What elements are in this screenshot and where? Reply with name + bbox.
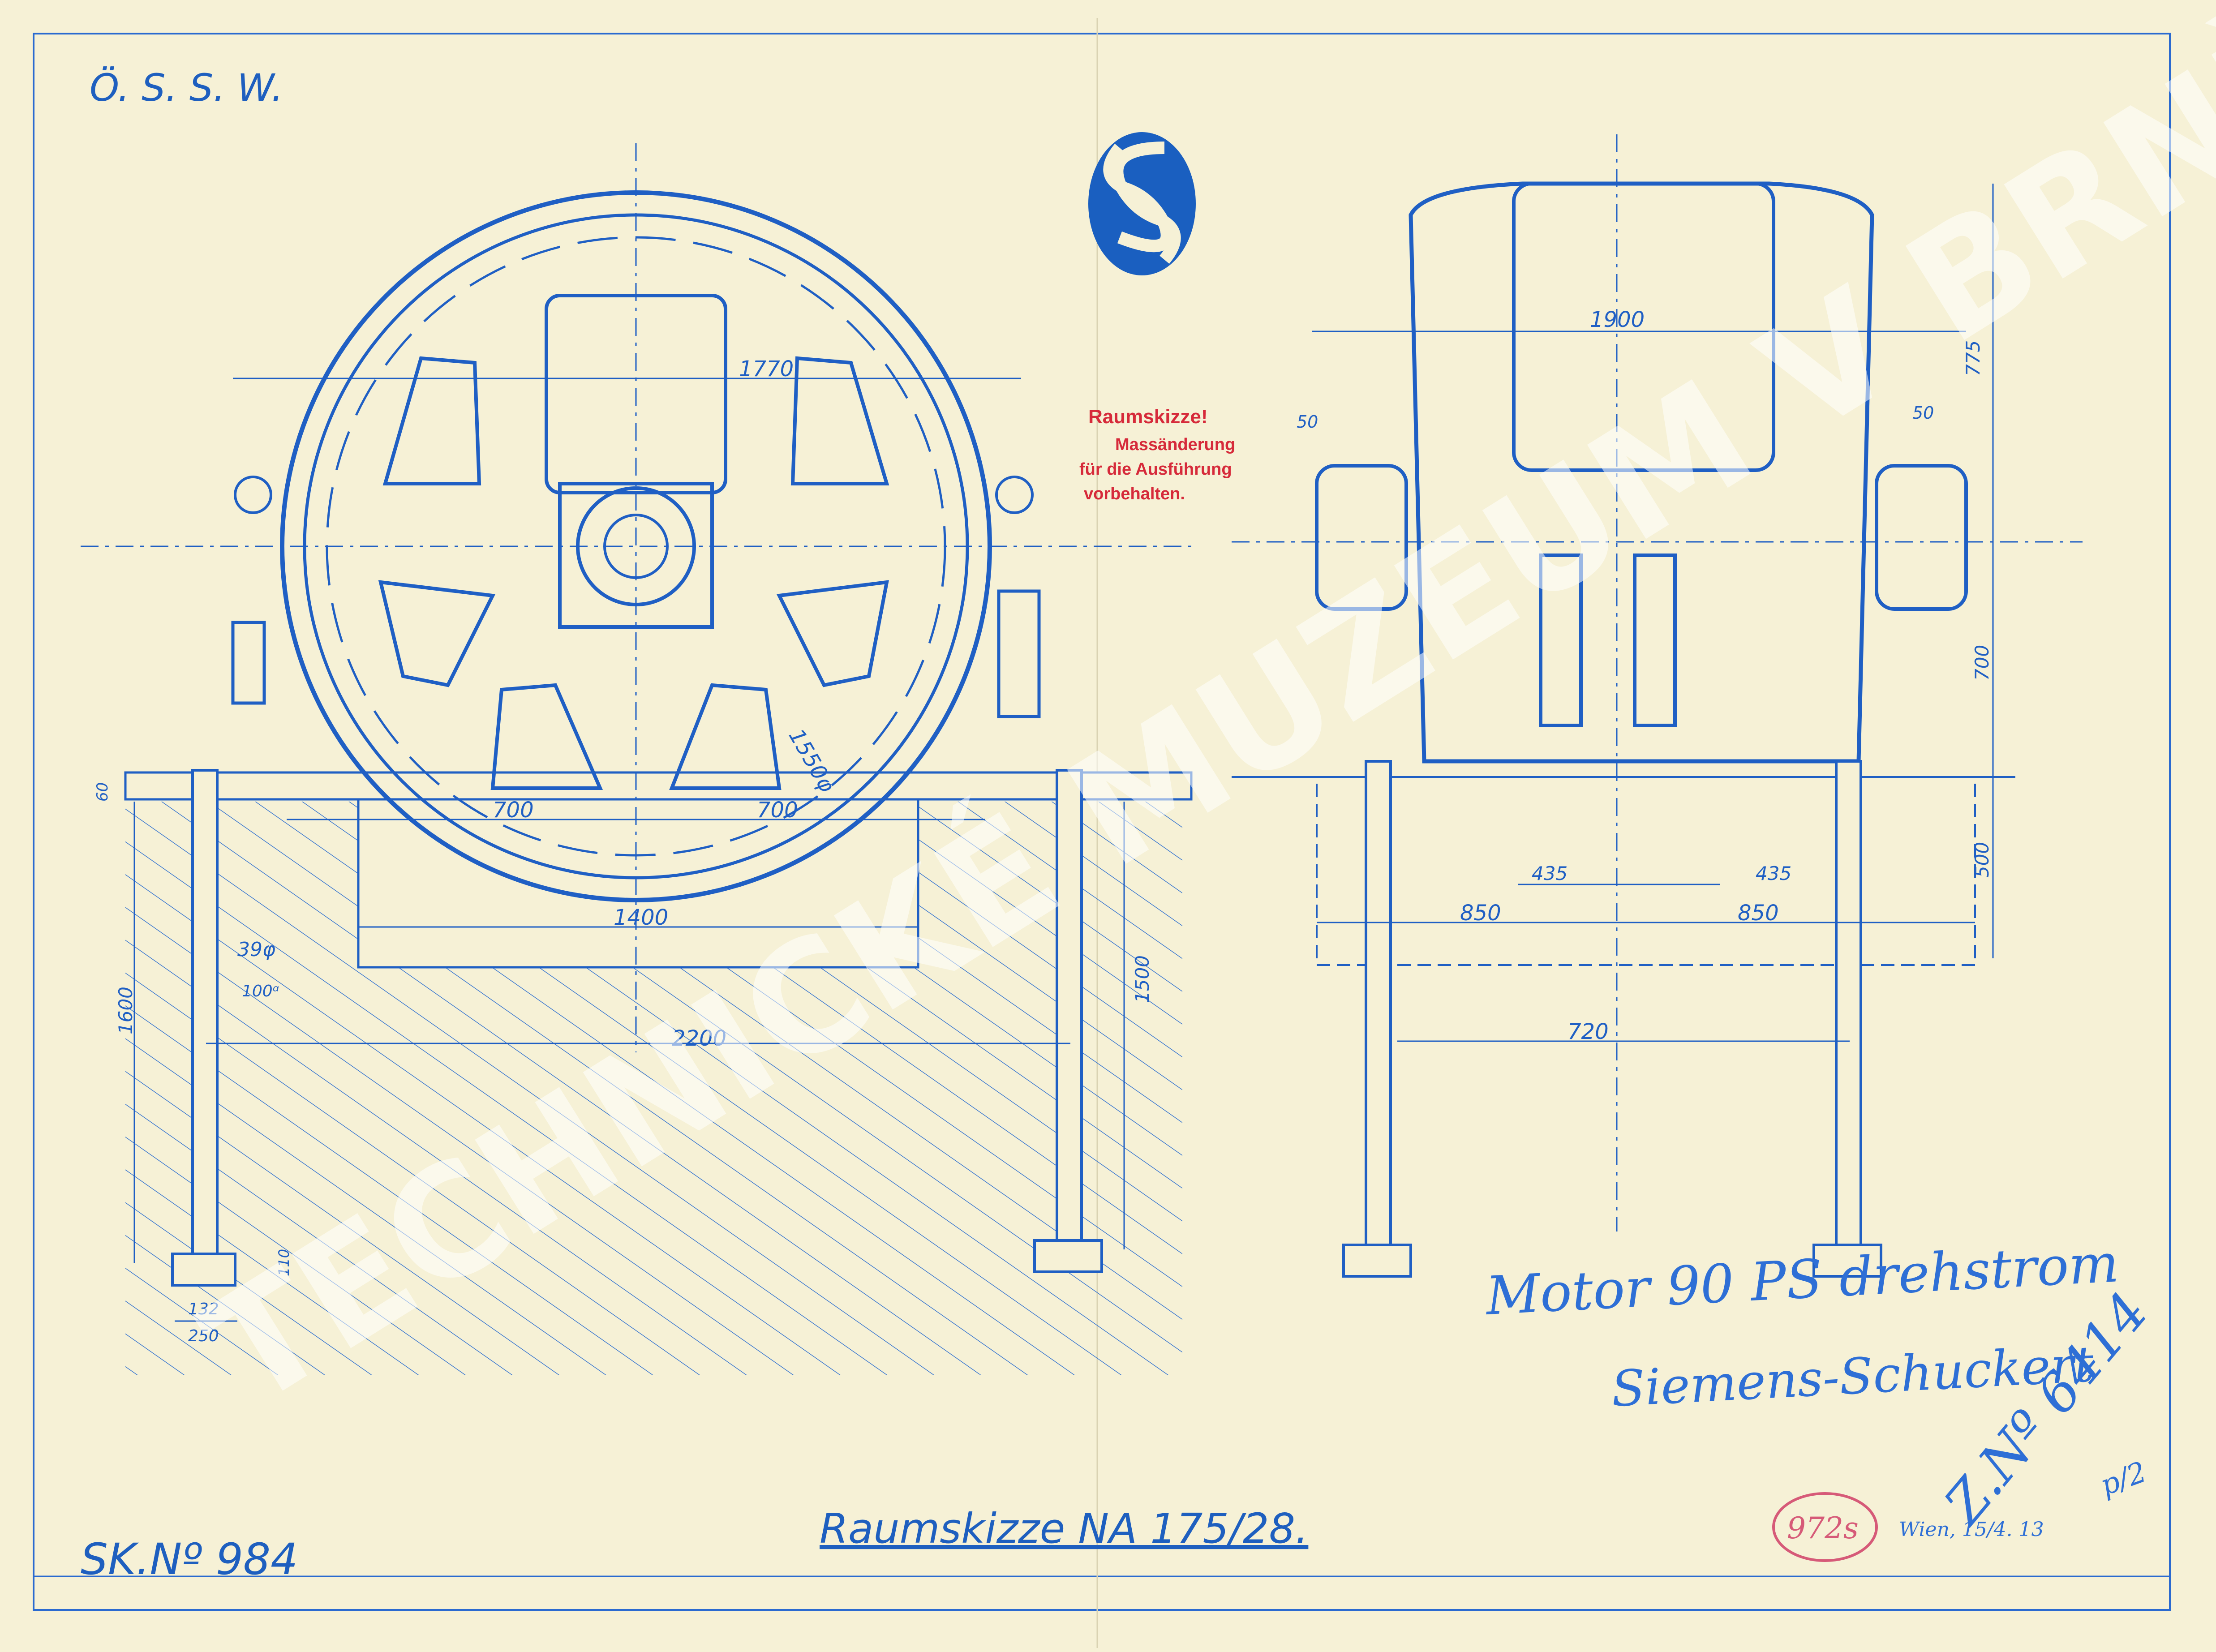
spoke-window [490,683,603,790]
spoke-window [378,580,496,687]
dim-700-height: 700 [1971,645,1993,681]
dim-1600: 1600 [115,987,137,1034]
lifting-lug [234,476,272,514]
motor-note-line-1: Motor 90 PS drehstrom [1483,1232,2120,1327]
stamp-line-1: Raumskizze! [1088,406,1208,428]
drawing-title: Raumskizze NA 175/28. [820,1505,1308,1553]
foundation-pit [357,778,919,969]
sheet-border [33,33,2171,1611]
spring-right [1633,554,1677,727]
dim-250: 250 [188,1327,219,1345]
spring-left [1539,554,1583,727]
museum-watermark: TECHNICKÉ MUZEUM V BRNĚ [175,0,2216,1442]
dim-110: 110 [275,1249,292,1276]
dim-1400: 1400 [614,905,668,930]
side-right-anchor-plate [1812,1244,1882,1278]
left-spring-damper [231,621,266,705]
dim-850-right: 850 [1738,901,1779,926]
left-anchor-bolt [191,769,219,1264]
company-code: Ö. S. S. W. [90,66,283,110]
right-bearing-cap [1875,464,1968,611]
registration-number: Z.Nº 6414 [1932,1281,2160,1537]
dim-850-left: 850 [1460,901,1501,926]
dim-2200: 2200 [672,1026,726,1051]
date-note: Wien, 15/4. 13 [1899,1518,2044,1541]
dim-720: 720 [1568,1019,1609,1044]
foundation-outline [1316,776,1976,966]
archive-circle [1772,1492,1878,1562]
siemens-schuckert-logo [1088,132,1196,275]
dim-132: 132 [188,1300,219,1318]
dim-1770: 1770 [739,356,794,382]
sheet-number: SK.Nº 984 [81,1534,298,1584]
dim-435-right: 435 [1756,862,1791,884]
side-view: 1900 50 50 775 700 500 435 435 850 850 7… [1232,134,2083,1278]
dim-700-left: 700 [493,798,534,823]
front-view: 1770 1550φ 700 700 1400 2200 1600 1500 3… [81,143,1193,1375]
spoke-window [776,580,889,687]
left-anchor-plate [171,1253,236,1287]
base-plate [124,771,1193,801]
stamp-line-3: für die Ausführung [1079,460,1232,479]
side-left-anchor-bolt [1365,760,1392,1255]
dim-50-right: 50 [1912,403,1934,423]
side-right-anchor-bolt [1835,760,1862,1255]
dim-50-left: 50 [1297,412,1318,432]
raumskizze-stamp: Raumskizze! Massänderung für die Ausführ… [1079,406,1235,503]
stamp-line-2: Massänderung [1115,435,1235,454]
archive-circled-number: 972s [1787,1511,1859,1545]
dim-1900: 1900 [1590,307,1645,332]
spoke-window [790,356,889,485]
initial-mark: p/2 [2096,1455,2151,1502]
spoke-window [382,356,481,485]
right-spring-damper [997,589,1041,718]
dim-1500: 1500 [1131,955,1153,1003]
right-anchor-bolt [1056,769,1083,1251]
stamp-line-4: vorbehalten. [1084,485,1185,503]
dim-775: 775 [1962,340,1984,376]
spoke-window [669,683,782,790]
dim-700-right: 700 [757,798,798,823]
dim-100: 100ᵅ [242,982,279,1000]
dim-60: 60 [94,782,112,802]
motor-housing-side [1409,181,1874,764]
dim-500: 500 [1971,842,1993,878]
dim-435-left: 435 [1532,862,1568,884]
lifting-lug [995,476,1034,514]
left-bearing-cap [1315,464,1408,611]
side-left-anchor-plate [1342,1244,1412,1278]
right-anchor-plate [1033,1239,1103,1273]
dim-39-diameter: 39φ [237,938,275,961]
motor-frame-top [1512,182,1775,472]
